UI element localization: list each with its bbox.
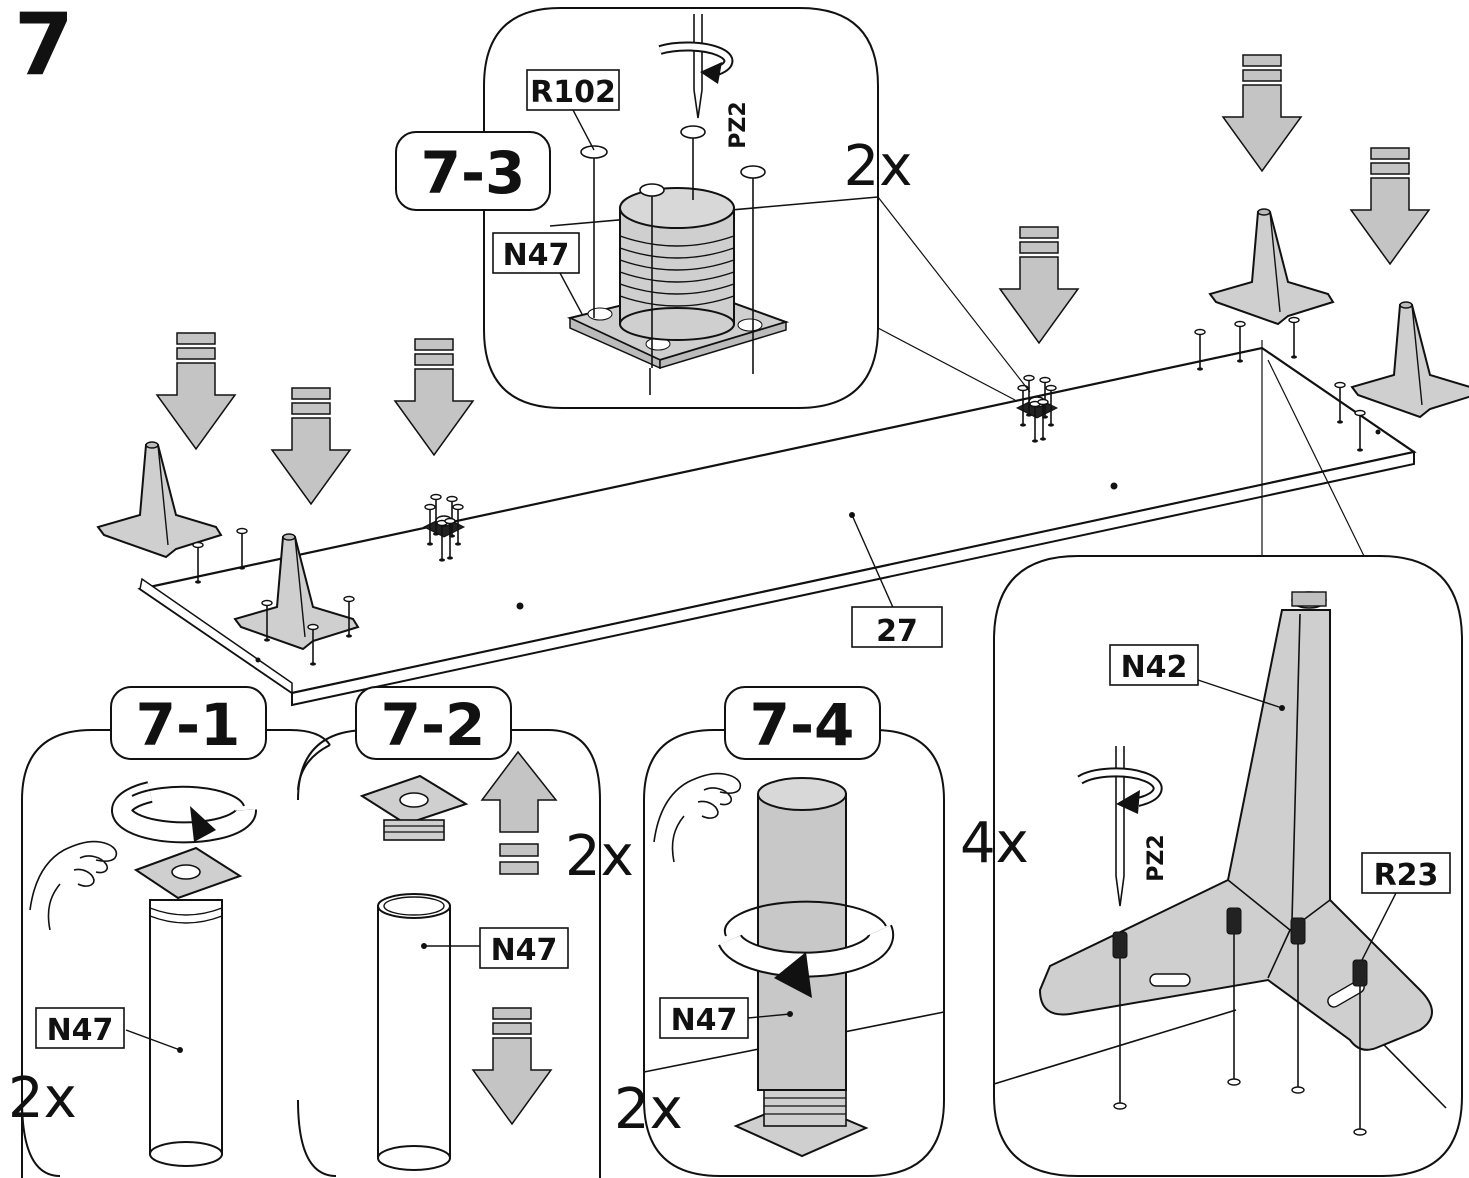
down-arrow-icon [1350, 147, 1430, 265]
panel-7-4: 7-4 2x N47 [614, 686, 945, 1177]
panel-leg-tool: PZ2 [1144, 834, 1169, 881]
panel-7-2: 7-2 2x N47 [297, 686, 634, 1178]
tabletop-board [137, 346, 1417, 707]
panel-7-2-multiplier: 2x [565, 824, 634, 889]
panel-leg-part-code: N42 [1121, 650, 1188, 685]
panel-7-4-part-code: N47 [671, 1003, 738, 1038]
leg-left-1 [97, 441, 248, 585]
panel-7-3-tool: PZ2 [726, 101, 751, 148]
up-arrow-icon [480, 750, 558, 833]
panel-7-1: 7-1 2x N47 [8, 686, 331, 1178]
panel-7-3-part-code: N47 [503, 238, 570, 273]
down-arrow-icon [271, 387, 351, 505]
panel-7-3-screw-code: R102 [530, 75, 616, 110]
panel-7-3-title: 7-3 [421, 139, 526, 207]
panel-leg-screw-code: R23 [1374, 858, 1439, 893]
down-arrow-icon [156, 332, 236, 450]
board-part-code: 27 [876, 614, 918, 649]
leg-screws [1119, 914, 1361, 1132]
rotate-arrow-icon [190, 806, 216, 842]
panel-7-3: 7-3 2x PZ2 [395, 7, 1031, 409]
panel-7-2-part-code: N47 [491, 933, 558, 968]
panel-leg-multiplier: 4x [960, 811, 1029, 876]
rotate-arrow-icon [774, 952, 812, 998]
panel-7-3-multiplier: 2x [844, 134, 913, 199]
board-part-label-box [851, 606, 943, 648]
down-arrow-icon [472, 1007, 552, 1125]
leg-right-1 [1194, 208, 1334, 372]
panel-7-4-multiplier: 2x [614, 1077, 683, 1142]
step-number: 7 [14, 0, 74, 95]
panel-7-1-part-code: N47 [47, 1013, 114, 1048]
panel-7-1-multiplier: 2x [8, 1066, 77, 1131]
down-arrow-icon [999, 226, 1079, 344]
rotate-arrow-icon [1116, 790, 1140, 814]
panel-7-1-title: 7-1 [136, 691, 241, 759]
panel-leg-detail: 4x PZ2 N42 [960, 340, 1463, 1177]
down-arrow-icon [1222, 54, 1302, 172]
panel-7-2-title: 7-2 [381, 691, 486, 759]
rotate-arrow-icon [700, 62, 722, 84]
panel-7-4-title: 7-4 [750, 691, 855, 759]
down-arrow-icon [394, 338, 474, 456]
panel-title-box [395, 131, 551, 211]
